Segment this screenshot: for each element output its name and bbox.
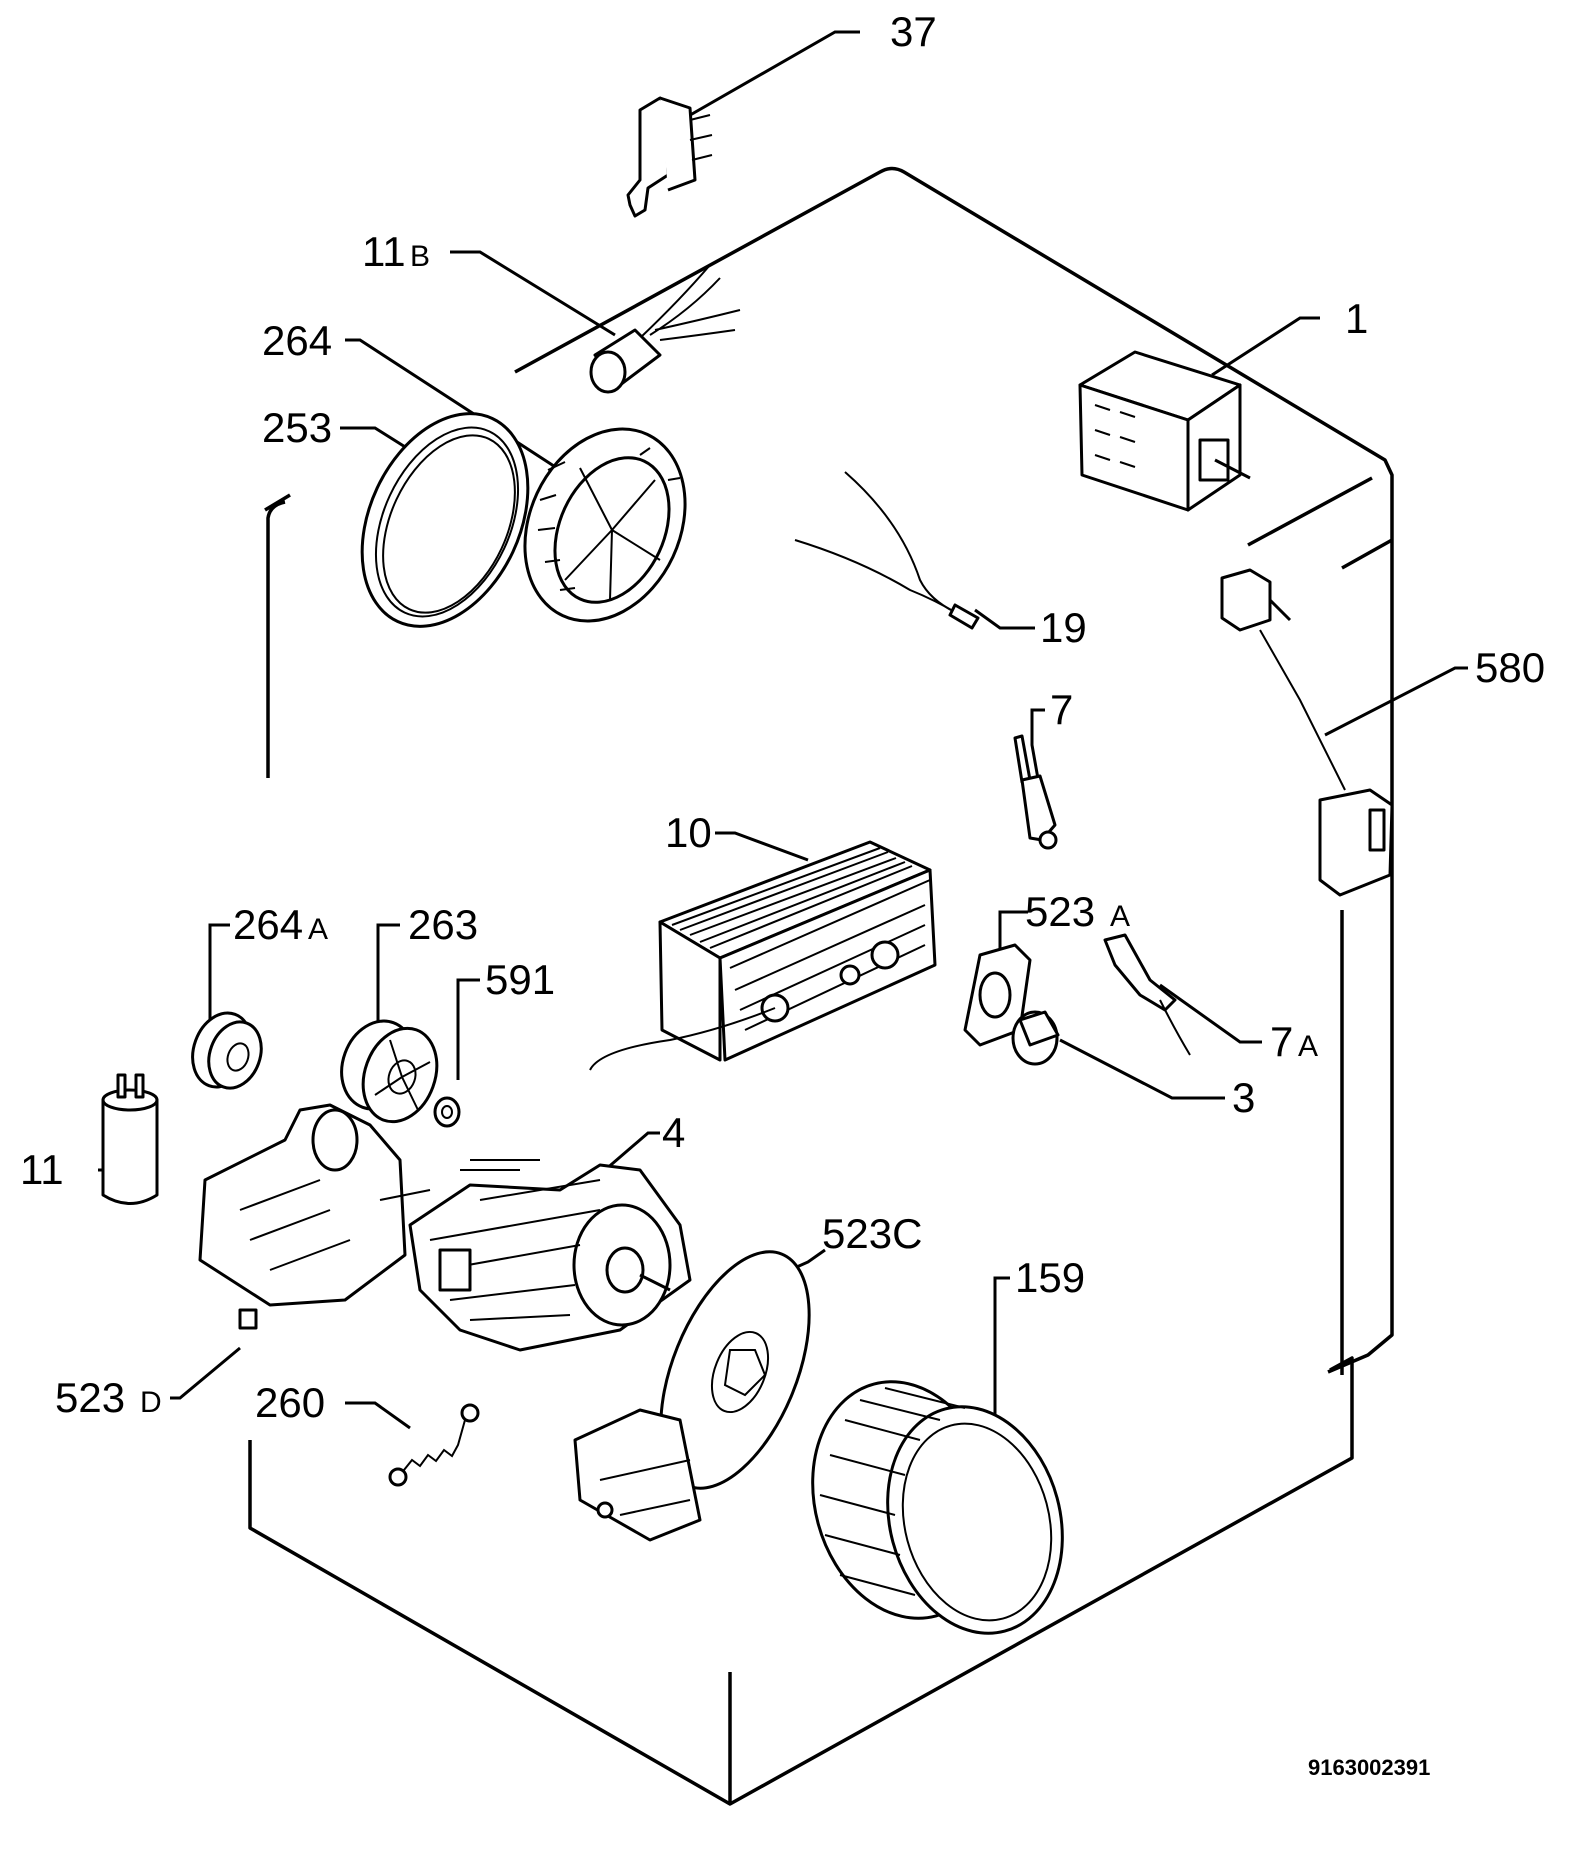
label-3: 3 [1232,1074,1255,1121]
label-264a-suffix: A [308,913,328,946]
label-580: 580 [1475,644,1545,691]
label-264: 264 [262,317,332,364]
callout-labels: 37 11 B 264 1 253 19 580 7 10 523 A 264 … [20,8,1545,1426]
spring-part-260 [388,1403,480,1487]
label-10: 10 [665,809,712,856]
label-264a: 264 [233,901,303,948]
label-523a: 523 [1025,888,1095,935]
label-11: 11 [20,1146,64,1193]
timer-part-1 [1078,350,1251,512]
fuse-part-3 [1011,1010,1060,1066]
pulley-part-264a [191,1011,263,1090]
drawing-number: 9163002391 [1308,1755,1430,1780]
capacitor-part-11b [589,264,741,394]
bracket-part-37 [626,96,713,218]
label-11b: 11 [362,228,406,275]
label-523d-suffix: D [140,1386,162,1419]
sensor-part-19 [794,471,980,630]
capacitor-part-11 [101,1073,159,1205]
pulley-part-263 [340,1019,439,1124]
heater-part-10 [589,840,937,1071]
label-7a-suffix: A [1298,1030,1318,1063]
drum-fan-part-159 [811,1380,1064,1635]
label-7: 7 [1050,686,1073,733]
label-1: 1 [1345,295,1368,342]
motor-base-bracket [573,1408,702,1542]
motor-part-4 [198,1103,692,1352]
label-11b-suffix: B [410,240,430,273]
label-263: 263 [408,901,478,948]
pulley-plate-part-523c [659,1250,811,1490]
label-37: 37 [890,8,937,55]
label-260: 260 [255,1379,325,1426]
leader-lines [98,30,1468,1430]
cabinet-outline [248,166,1394,1806]
washer-part-591 [433,1096,461,1128]
label-523d: 523 [55,1374,125,1421]
label-7a: 7 [1270,1018,1293,1065]
label-253: 253 [262,404,332,451]
probe-part-7a [1103,933,1191,1056]
label-523a-suffix: A [1110,900,1130,933]
blower-wheel-part-264 [523,427,687,623]
label-523c: 523C [822,1210,922,1257]
label-19: 19 [1040,604,1087,651]
label-4: 4 [662,1109,685,1156]
label-591: 591 [485,956,555,1003]
belt-part-253 [360,412,530,628]
probe-part-7 [1013,734,1058,850]
thermostat-part-580 [1220,568,1394,897]
label-159: 159 [1015,1254,1085,1301]
